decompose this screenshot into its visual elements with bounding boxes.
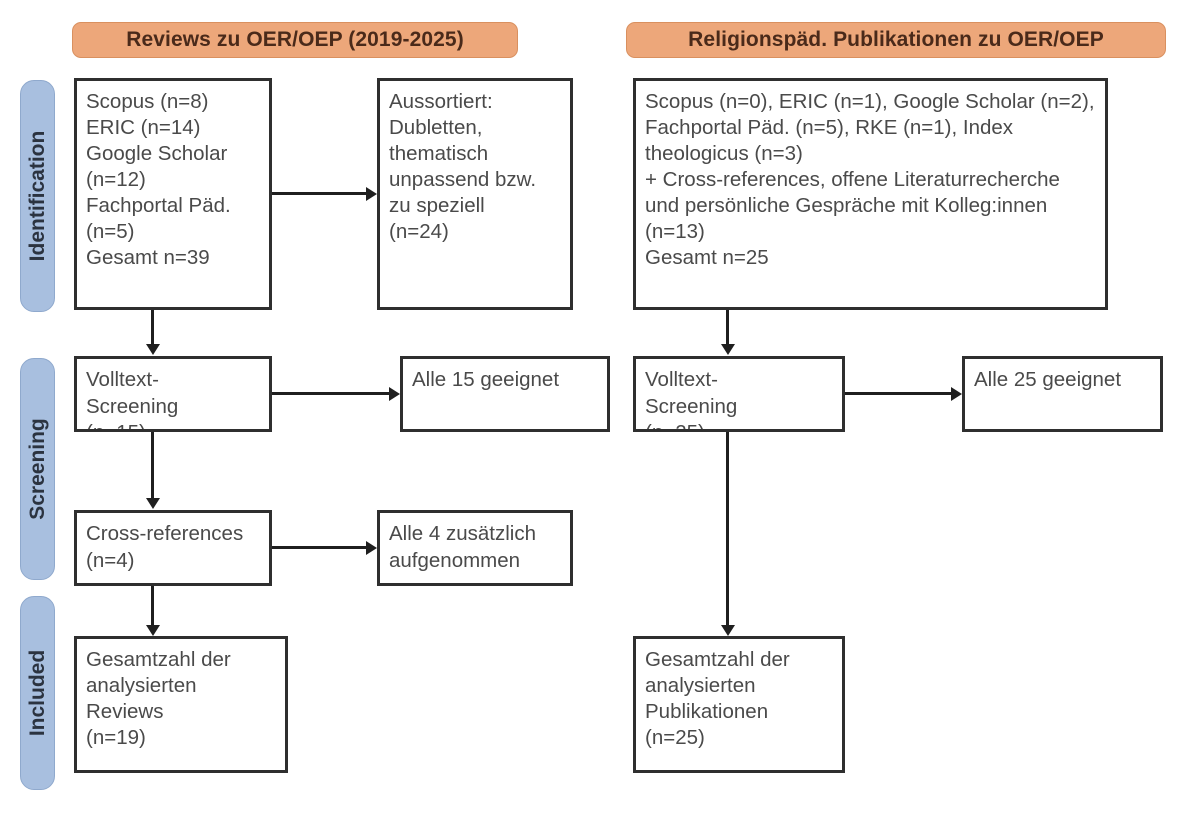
column-header-right: Religionspäd. Publikationen zu OER/OEP <box>626 22 1166 58</box>
box-left-identification-excluded: Aussortiert: Dubletten, thematisch unpas… <box>377 78 573 310</box>
arrowhead-left-crossrefs-to-result <box>366 540 377 555</box>
connector-right-fulltext-to-result <box>845 392 951 395</box>
connector-left-crossrefs-to-included <box>151 586 154 625</box>
box-left-identification-sources: Scopus (n=8) ERIC (n=14) Google Scholar … <box>74 78 272 310</box>
arrowhead-left-crossrefs-to-included <box>145 625 160 636</box>
connector-right-fulltext-to-included <box>726 432 729 625</box>
stage-pill-identification-label: Identification <box>25 130 49 262</box>
arrowhead-left-sources-to-fulltext <box>145 344 160 355</box>
stage-pill-included-label: Included <box>25 649 49 737</box>
connector-left-crossrefs-to-result <box>272 546 366 549</box>
stage-pill-identification: Identification <box>20 80 55 312</box>
box-right-screening-fulltext: Volltext- Screening (n=25) <box>633 356 845 432</box>
box-left-screening-fulltext-result: Alle 15 geeignet <box>400 356 610 432</box>
connector-left-sources-to-fulltext <box>151 310 154 344</box>
arrowhead-left-fulltext-to-crossrefs <box>145 498 160 509</box>
box-right-included-total: Gesamtzahl der analysierten Publikatione… <box>633 636 845 773</box>
arrowhead-right-sources-to-fulltext <box>720 344 735 355</box>
box-right-identification-sources: Scopus (n=0), ERIC (n=1), Google Scholar… <box>633 78 1108 310</box>
column-header-left: Reviews zu OER/OEP (2019-2025) <box>72 22 518 58</box>
arrowhead-right-fulltext-to-included <box>720 625 735 636</box>
box-left-crossreferences-result: Alle 4 zusätzlich aufgenommen <box>377 510 573 586</box>
stage-pill-screening-label: Screening <box>25 418 49 520</box>
box-left-included-total: Gesamtzahl der analysierten Reviews (n=1… <box>74 636 288 773</box>
arrowhead-left-fulltext-to-result <box>389 386 400 401</box>
connector-left-fulltext-to-result <box>272 392 389 395</box>
arrowhead-left-sources-to-excluded <box>366 186 377 201</box>
stage-pill-included: Included <box>20 596 55 790</box>
arrowhead-right-fulltext-to-result <box>951 386 962 401</box>
connector-left-sources-to-excluded <box>272 192 366 195</box>
connector-left-fulltext-to-crossrefs <box>151 432 154 498</box>
box-right-screening-fulltext-result: Alle 25 geeignet <box>962 356 1163 432</box>
box-left-crossreferences: Cross-references (n=4) <box>74 510 272 586</box>
connector-right-sources-to-fulltext <box>726 310 729 344</box>
box-left-screening-fulltext: Volltext- Screening (n=15) <box>74 356 272 432</box>
stage-pill-screening: Screening <box>20 358 55 580</box>
